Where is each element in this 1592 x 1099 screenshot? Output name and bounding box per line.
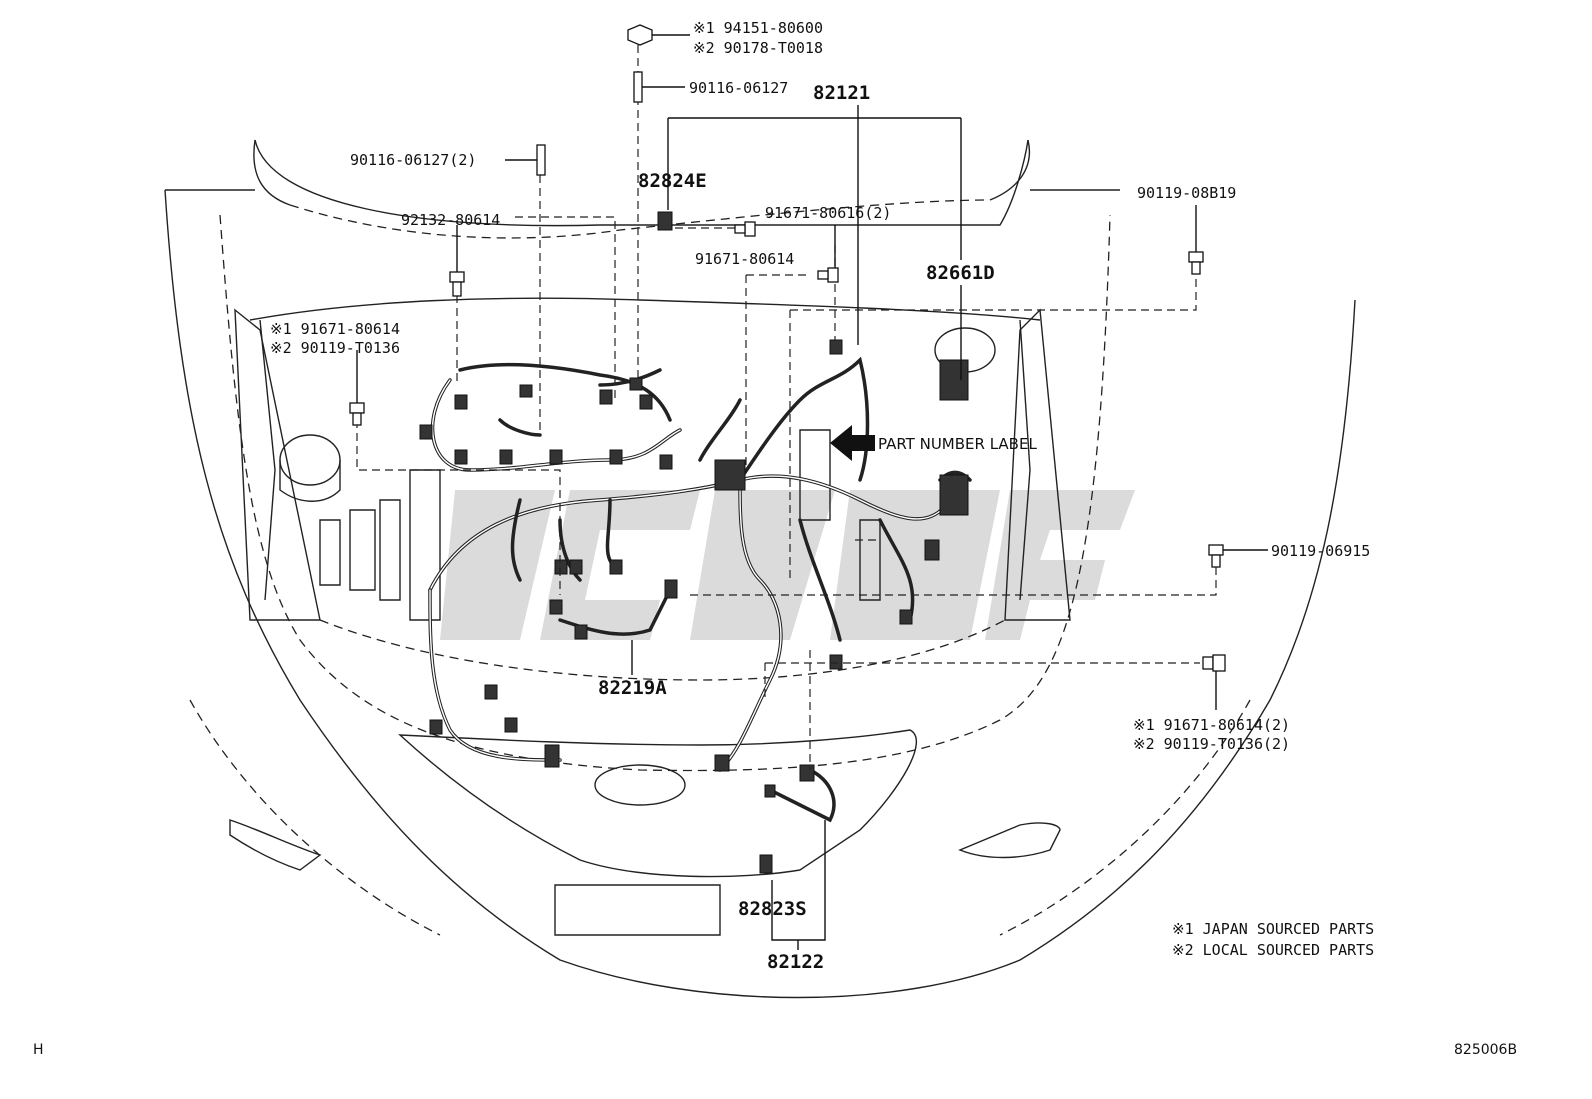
part-label-82122: 82122 bbox=[767, 951, 824, 973]
part-label-90119-T0136-left: ※2 90119-T0136 bbox=[270, 339, 400, 357]
part-label-82824E: 82824E bbox=[638, 170, 707, 192]
watermark-logo bbox=[440, 490, 1135, 640]
part-label-91671-80616: 91671-80616(2) bbox=[765, 204, 891, 222]
bolt-icon bbox=[349, 350, 365, 426]
bolt-icon bbox=[1208, 544, 1268, 568]
part-label-90119-T0136-right: ※2 90119-T0136(2) bbox=[1133, 735, 1290, 753]
clip-icon bbox=[657, 211, 673, 231]
part-label-91671-80614: 91671-80614 bbox=[695, 250, 794, 268]
bolt-icon bbox=[1188, 205, 1204, 275]
bolt-icon bbox=[734, 221, 756, 237]
bolt-icon bbox=[1202, 654, 1226, 672]
part-label-94151-80600: ※1 94151-80600 bbox=[693, 19, 823, 37]
part-label-90116-06127-2: 90116-06127(2) bbox=[350, 151, 476, 169]
footer-left-code: H bbox=[33, 1042, 44, 1058]
part-reference-lines bbox=[631, 105, 1217, 950]
arrow-left-icon bbox=[830, 425, 875, 461]
stud-icon bbox=[505, 144, 546, 176]
bolt-icon bbox=[817, 225, 839, 283]
part-label-90119-06915: 90119-06915 bbox=[1271, 542, 1370, 560]
vehicle-body-outline bbox=[164, 139, 1356, 999]
part-label-90116-06127: 90116-06127 bbox=[689, 79, 788, 97]
part-label-92132-80614: 92132-80614 bbox=[401, 211, 500, 229]
stud-icon bbox=[633, 71, 685, 103]
part-number-label-text: PART NUMBER LABEL bbox=[878, 435, 1037, 453]
part-label-82219A: 82219A bbox=[598, 677, 667, 699]
part-label-90178-T0018: ※2 90178-T0018 bbox=[693, 39, 823, 57]
part-label-91671-80614-left: ※1 91671-80614 bbox=[270, 320, 400, 338]
legend-note-local: ※2 LOCAL SOURCED PARTS bbox=[1172, 941, 1374, 959]
callout-leader-lines bbox=[356, 45, 1217, 770]
nut-icon bbox=[627, 24, 690, 46]
harness-connectors bbox=[419, 339, 969, 874]
part-label-91671-80614-right: ※1 91671-80614(2) bbox=[1133, 716, 1290, 734]
part-label-82661D: 82661D bbox=[926, 262, 995, 284]
part-label-90119-08B19: 90119-08B19 bbox=[1137, 184, 1236, 202]
diagram-id: 825006B bbox=[1454, 1042, 1517, 1058]
part-label-82823S: 82823S bbox=[738, 898, 807, 920]
legend-note-japan: ※1 JAPAN SOURCED PARTS bbox=[1172, 920, 1374, 938]
engine-wire-harness bbox=[428, 356, 972, 823]
part-label-82121: 82121 bbox=[813, 82, 870, 104]
bolt-icon bbox=[449, 225, 465, 297]
